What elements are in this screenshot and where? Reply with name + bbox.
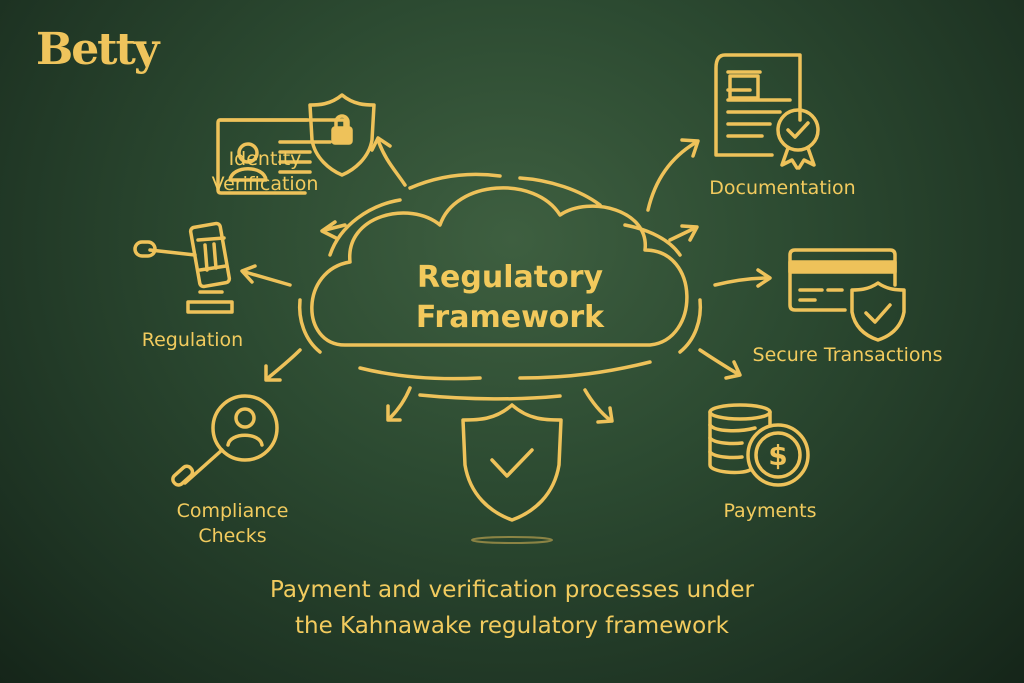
label-line: Checks [198,525,267,547]
center-title-line2: Framework [415,300,605,335]
secure-transactions-label: Secure Transactions [752,344,943,366]
dollar-sign-glyph: $ [768,439,787,472]
center-title: Regulatory Framework [380,258,640,338]
cloud-shape [310,186,689,347]
label-line: Verification [211,173,319,195]
magnifier-person-icon [171,394,279,487]
identity-verification-label: Identity Verification [190,147,340,197]
id-card-shield-lock-icon [216,93,376,195]
gavel-icon [133,221,234,314]
connector-arrows [240,136,772,424]
center-title-line1: Regulatory [416,260,604,295]
brand-logo: Betty [36,24,159,75]
caption: Payment and verification processes under… [0,572,1024,644]
regulation-label: Regulation [141,329,244,351]
caption-line1: Payment and verification processes under [270,577,754,603]
label-line: Compliance [176,500,289,522]
label-line: Identity [228,148,302,170]
shield-check-icon [461,403,563,544]
caption-line2: the Kahnawake regulatory framework [294,613,730,639]
documentation-label: Documentation [709,177,856,199]
payments-label: Payments [723,500,817,522]
document-certificate-icon [714,53,820,170]
compliance-checks-label: Compliance Checks [150,499,315,549]
coins-dollar-icon [708,403,810,487]
credit-card-shield-icon [788,248,906,342]
cloud-ripples [297,172,703,401]
